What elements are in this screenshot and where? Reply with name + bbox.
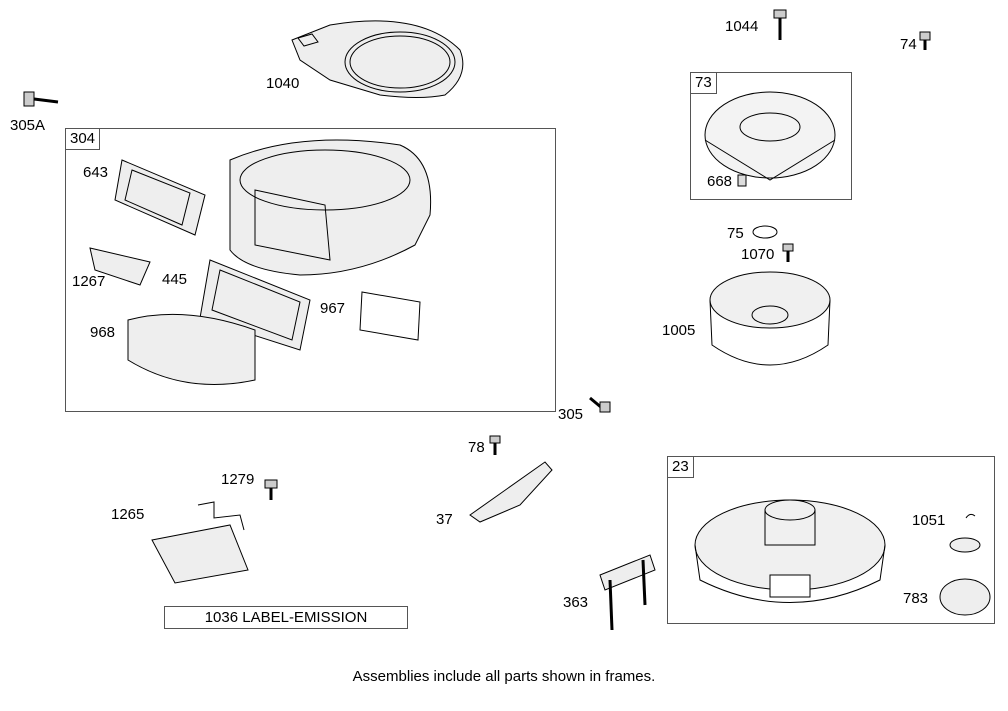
part-783-gear-illustration — [939, 578, 991, 616]
part-label: 305A — [10, 117, 46, 134]
part-78-screw-illustration — [489, 435, 501, 455]
part-label: 1279 — [221, 471, 255, 488]
assembly-frame-23: 23 — [667, 456, 995, 624]
part-label: 1051 — [912, 512, 946, 529]
part-label: 305 — [558, 406, 584, 423]
frame-number: 73 — [691, 73, 717, 94]
part-1044-bolt-illustration — [773, 9, 787, 40]
part-label: 1070 — [741, 246, 775, 263]
part-label: 1005 — [662, 322, 696, 339]
part-label: 643 — [83, 164, 109, 181]
part-label: 445 — [162, 271, 188, 288]
part-1279-screw-illustration — [264, 479, 278, 500]
part-label: 1044 — [725, 18, 759, 35]
part-363-bracket-illustration — [599, 554, 656, 631]
part-37-air-guide-illustration — [469, 461, 553, 523]
assembly-frame-73: 73 — [690, 72, 852, 200]
part-label: 1267 — [72, 273, 106, 290]
part-304-housing-illustration — [89, 139, 432, 385]
part-label: 37 — [436, 511, 453, 528]
frame-number: 304 — [66, 129, 101, 150]
part-label: 968 — [90, 324, 116, 341]
assembly-frame-304: 304 — [65, 128, 556, 412]
part-1265-baffle-illustration — [151, 501, 249, 584]
emission-label-banner: 1036 LABEL-EMISSION — [164, 606, 408, 629]
part-1040-cover-illustration — [291, 20, 464, 98]
part-label: 74 — [900, 36, 917, 53]
part-1005-fan-illustration — [709, 271, 831, 366]
part-1051-key-illustration — [965, 513, 976, 519]
part-75-washer-illustration — [752, 225, 778, 239]
part-label: 1265 — [111, 506, 145, 523]
part-73-screen-illustration — [704, 91, 836, 187]
part-305-bolt-illustration — [589, 396, 611, 413]
part-label: 668 — [707, 173, 733, 190]
part-1070-screw-illustration — [782, 243, 794, 262]
part-1051-washer-illustration — [949, 537, 981, 553]
frame-number: 23 — [668, 457, 694, 478]
part-74-screw-illustration — [919, 31, 931, 50]
footer-note: Assemblies include all parts shown in fr… — [352, 668, 656, 685]
part-label: 75 — [727, 225, 744, 242]
part-label: 78 — [468, 439, 485, 456]
part-label: 363 — [563, 594, 589, 611]
part-23-flywheel-illustration — [694, 499, 886, 603]
part-label: 1040 — [266, 75, 300, 92]
part-label: 967 — [320, 300, 346, 317]
part-305A-bolt-illustration — [23, 91, 59, 107]
part-label: 783 — [903, 590, 929, 607]
